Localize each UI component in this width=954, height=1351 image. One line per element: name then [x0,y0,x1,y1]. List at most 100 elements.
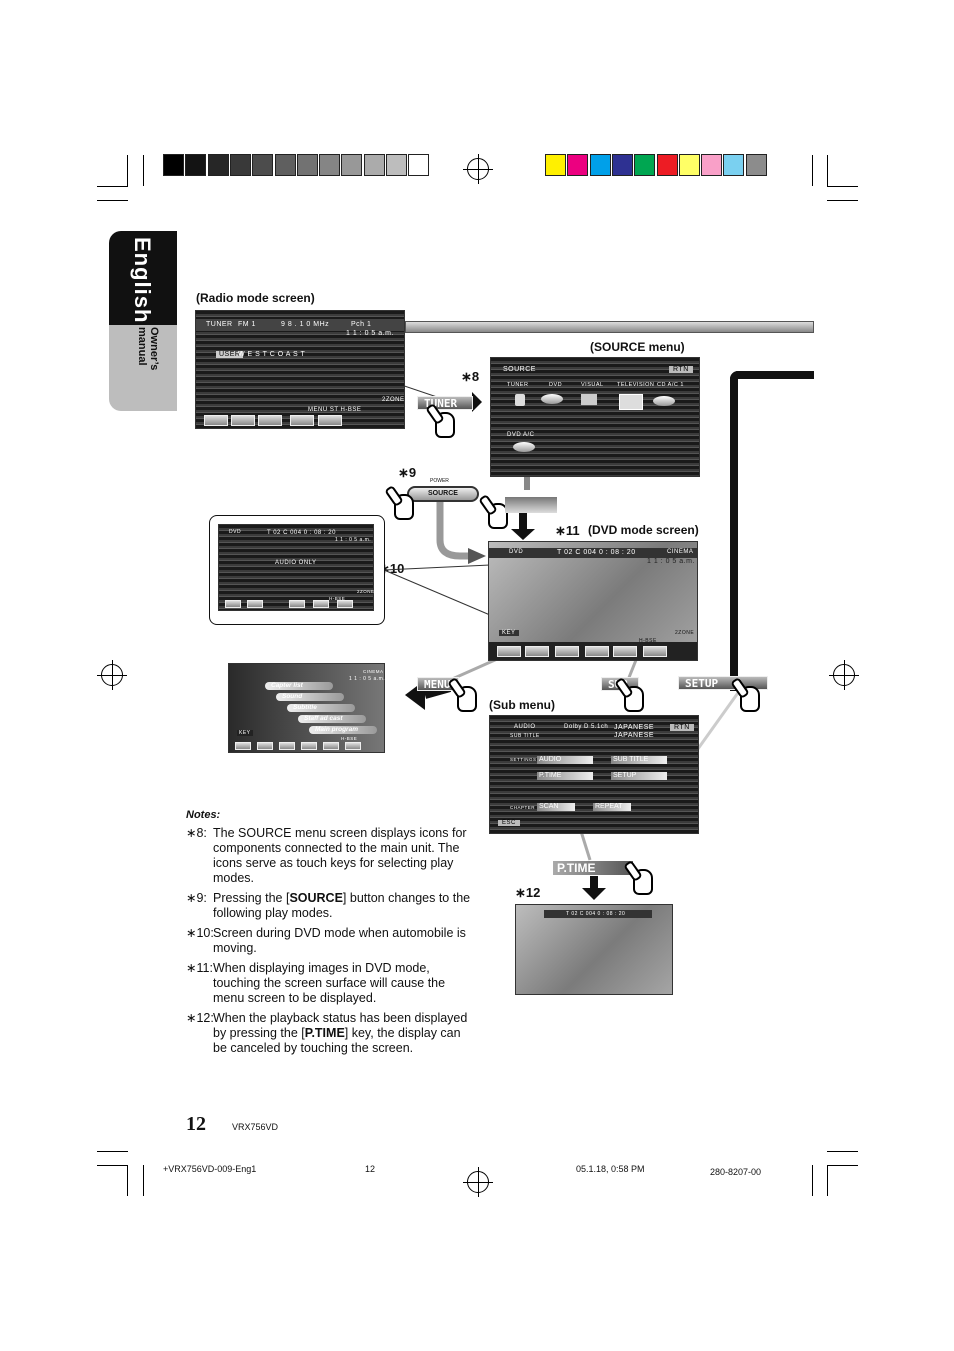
tuner-key[interactable]: TUNER [417,396,473,410]
menu-item[interactable]: Main program [309,726,377,734]
softkey[interactable] [301,742,317,750]
softkey[interactable] [613,646,637,657]
note-item: ∗9:Pressing the [SOURCE] button changes … [186,891,471,921]
source-item-dvd-ac[interactable]: DVD A/C [507,432,535,438]
softkey[interactable] [555,646,579,657]
softkey[interactable] [290,415,314,426]
note-text: ] key, the display can be canceled by to… [213,1026,461,1055]
softkey[interactable] [497,646,521,657]
sub-menu-screen: AUDIO SUB TITLE Dolby D 5.1ch JAPANESE J… [489,715,699,834]
hand-pointer-icon [488,503,508,529]
softkey[interactable] [289,600,305,608]
hand-pointer-icon [624,686,644,712]
ptime-status: T 02 C 004 0 : 08 : 20 [566,911,626,917]
dvd-zone: 2ZONE [675,630,695,636]
source-item[interactable]: DVD [549,382,563,388]
softkey[interactable] [225,600,241,608]
language-tab: English Owner’s manual [109,231,177,411]
dvd-mode-label: (DVD mode screen) [588,523,699,537]
radio-station: W E S T C O A S T [238,351,306,358]
softkey[interactable] [247,600,263,608]
visual-icon [581,394,597,405]
crop-mark [127,1165,128,1196]
registration-mark [463,154,493,184]
source-item[interactable]: TELEVISION [617,382,655,388]
menu-key-label[interactable]: KEY [237,730,253,736]
note-text: The SOURCE menu screen displays icons fo… [213,826,467,885]
sub-esc[interactable]: ESC [498,820,520,826]
audio-only-source: DVD [229,529,242,535]
note-ref-10: ∗10 [379,561,405,576]
source-item[interactable]: CD A/C 1 [657,382,684,388]
gray-swatch [408,154,430,176]
sub-audio-button[interactable]: AUDIO [537,756,593,764]
softkey[interactable] [525,646,549,657]
softkey[interactable] [585,646,609,657]
flow-rail [730,371,814,691]
sub-ptime-button[interactable]: P.TIME [537,772,593,780]
sub-scan-button[interactable]: SCAN [537,803,575,811]
color-swatch [656,154,678,176]
audio-only-status: T 02 C 004 0 : 08 : 20 [267,530,336,536]
softkey[interactable] [643,646,667,657]
dvd-status: T 02 C 004 0 : 08 : 20 [557,549,636,556]
dvd-disc-key[interactable] [505,497,557,513]
menu-item[interactable]: Staff ad cast [298,715,366,723]
softkey[interactable] [345,742,361,750]
color-swatch [701,154,723,176]
dvd-key[interactable]: KEY [499,630,519,636]
radio-mode-label: (Radio mode screen) [196,291,315,305]
softkey[interactable] [318,415,342,426]
note-text: Pressing the [ [213,891,290,905]
softkey[interactable] [279,742,295,750]
disc-icon [541,394,563,404]
audio-only-hbse: H-BSE [329,596,346,601]
radio-indicators: MENU ST H-BSE [308,407,362,413]
softkey[interactable] [323,742,339,750]
color-swatch [634,154,656,176]
softkey[interactable] [235,742,251,750]
sub-setup-button[interactable]: SETUP [611,772,667,780]
tv-icon [619,394,643,410]
radio-source: TUNER [206,321,233,328]
softkey[interactable] [313,600,329,608]
gray-swatch [363,154,385,176]
radio-preset: Pch 1 [351,321,372,328]
notes: Notes: ∗8:The SOURCE menu screen display… [186,808,471,1061]
softkey[interactable] [258,415,282,426]
menu-item[interactable]: Capter list [265,682,333,690]
softkey[interactable] [337,600,353,608]
audio-only-text: AUDIO ONLY [275,560,317,566]
crop-mark [827,1151,858,1152]
language-label: English [130,237,155,324]
note-ref-8: ∗8 [461,369,480,384]
source-item[interactable]: TUNER [507,382,529,388]
crop-mark [97,200,128,201]
sub-rtn[interactable]: RTN [670,724,694,731]
note-number: ∗11: [186,961,213,975]
hand-pointer-icon [457,686,477,712]
source-button[interactable]: SOURCE [407,486,479,502]
notes-title: Notes: [186,809,221,821]
source-rtn[interactable]: RTN [669,366,693,373]
note-item: ∗8:The SOURCE menu screen displays icons… [186,826,471,886]
softkey[interactable] [257,742,273,750]
ptime-key[interactable]: P.TIME [553,861,633,875]
menu-item[interactable]: Sound [276,693,344,701]
hand-pointer-icon [394,494,414,520]
crop-mark [827,200,858,201]
note-number: ∗10: [186,926,214,940]
dvd-mode-screen[interactable]: DVD T 02 C 004 0 : 08 : 20 CINEMA 1 1 : … [488,541,698,661]
crop-mark [827,1165,828,1196]
sub-repeat-button[interactable]: REPEAT [593,803,631,811]
ptime-screen[interactable]: T 02 C 004 0 : 08 : 20 [515,904,673,995]
softkey[interactable] [204,415,228,426]
radio-zone: 2ZONE [382,397,405,403]
menu-item[interactable]: Subtitle [287,704,355,712]
source-item[interactable]: VISUAL [581,382,604,388]
sub-subtitle-button[interactable]: SUB TITLE [611,756,667,764]
crop-mark [97,1151,128,1152]
softkey[interactable] [231,415,255,426]
color-swatch [611,154,633,176]
